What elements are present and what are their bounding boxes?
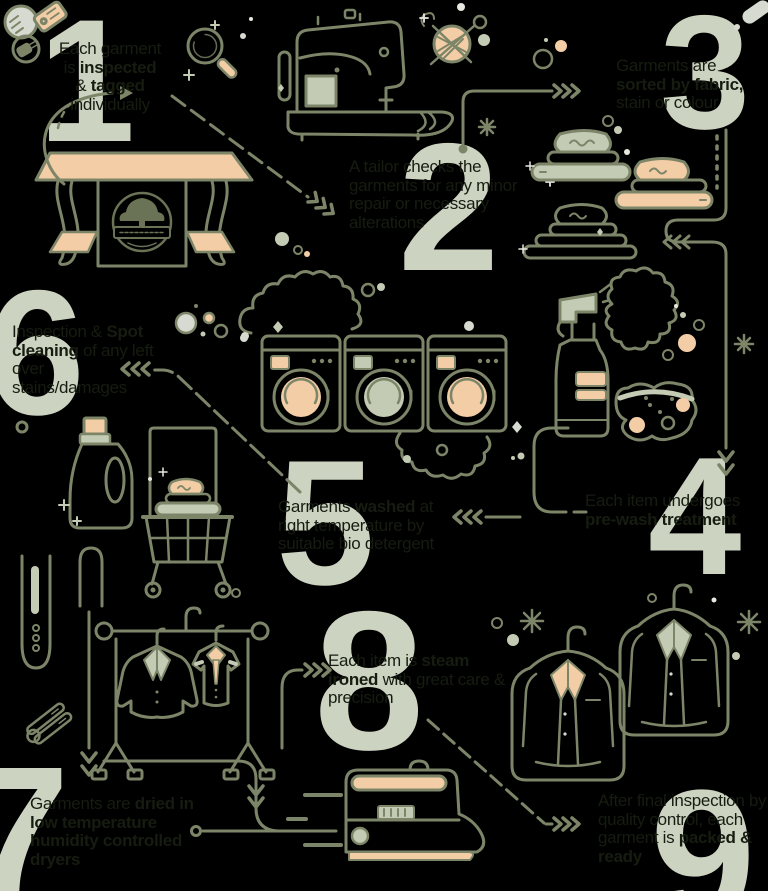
- step-8-number: 8: [314, 570, 424, 791]
- sewing-machine-icon: [277, 8, 454, 142]
- connector-5-6: [120, 361, 302, 494]
- connector-4-5: [452, 426, 588, 525]
- dot-decor: [304, 251, 310, 257]
- detergent-bottle-icon: [58, 416, 134, 530]
- spray-bottle-icon: [554, 266, 705, 438]
- step-7-number: 7: [0, 729, 69, 891]
- connector-6-7: [80, 610, 98, 777]
- sparkle-icon: [733, 333, 755, 355]
- step-5-number: 5: [276, 423, 375, 622]
- dot-decor: [275, 232, 289, 246]
- step-7-text: Garments are dried in low temperature hu…: [30, 794, 194, 869]
- dot-decor: [507, 634, 519, 646]
- suds-cloud-icon: [395, 421, 525, 480]
- steam-iron-icon: [286, 759, 486, 861]
- step-9-text: After final inspection by quality contro…: [598, 791, 767, 866]
- dot-decor: [647, 593, 657, 603]
- yarn-ball-icon: [419, 3, 490, 66]
- step-4-text: Each item undergoes pre-wash treatment: [585, 491, 740, 529]
- clothespin-icon: [26, 702, 73, 745]
- connector-1: [42, 86, 133, 186]
- step-9-number: 9: [650, 751, 756, 891]
- dot-decor: [15, 420, 29, 434]
- step-2-text: A tailor checks the garments for any min…: [349, 157, 518, 232]
- garment-bag-icon: [510, 625, 626, 782]
- step-6-text: Inspection & Spot cleaning of any left o…: [12, 322, 154, 397]
- sparkle-icon: [519, 608, 545, 634]
- connector-8-9: [426, 718, 581, 832]
- step-2-number: 2: [398, 105, 499, 309]
- brand-emblem-icon: [111, 191, 173, 253]
- sparkle-icon: [736, 609, 762, 635]
- bubbles-icon: [174, 304, 248, 342]
- folded-linen-stack-icon: [518, 38, 714, 260]
- laundry-cart-icon: [141, 426, 241, 599]
- tag-icon: [3, 0, 68, 64]
- shirt-icon: [191, 624, 241, 707]
- inspection-table-icon: [34, 151, 254, 268]
- step-1-number: 1: [38, 0, 135, 179]
- washing-machines-icon: [260, 334, 508, 433]
- tag-icon: [734, 0, 768, 30]
- jacket-icon: [115, 627, 199, 719]
- clothes-rack-icon: [90, 606, 276, 781]
- garment-bag-icon: [618, 583, 730, 737]
- sparkle-icon: [477, 117, 497, 137]
- step-8-text: Each item is steam ironed with great car…: [328, 651, 506, 707]
- step-6-number: 6: [0, 253, 85, 452]
- step-3-text: Garments are sorted by fabric, stain or …: [616, 56, 744, 112]
- dot-decor: [491, 617, 503, 629]
- connector-2-3: [458, 83, 581, 154]
- connector-1-2: [170, 94, 335, 216]
- step-1-text: Each garment is inspected & tagged indiv…: [58, 39, 162, 114]
- connector-decor: [190, 825, 300, 837]
- step-5-text: Garments washed at right temperature by …: [278, 497, 434, 553]
- dot-decor: [293, 245, 303, 255]
- magnifier-icon: [183, 17, 253, 81]
- connector-3-4: [662, 128, 735, 476]
- suds-cloud-icon: [238, 270, 474, 340]
- sponge-icon: [614, 381, 698, 442]
- hanging-loop-icon: [20, 546, 104, 670]
- dot-decor: [732, 652, 740, 660]
- dot-decor: [711, 597, 717, 603]
